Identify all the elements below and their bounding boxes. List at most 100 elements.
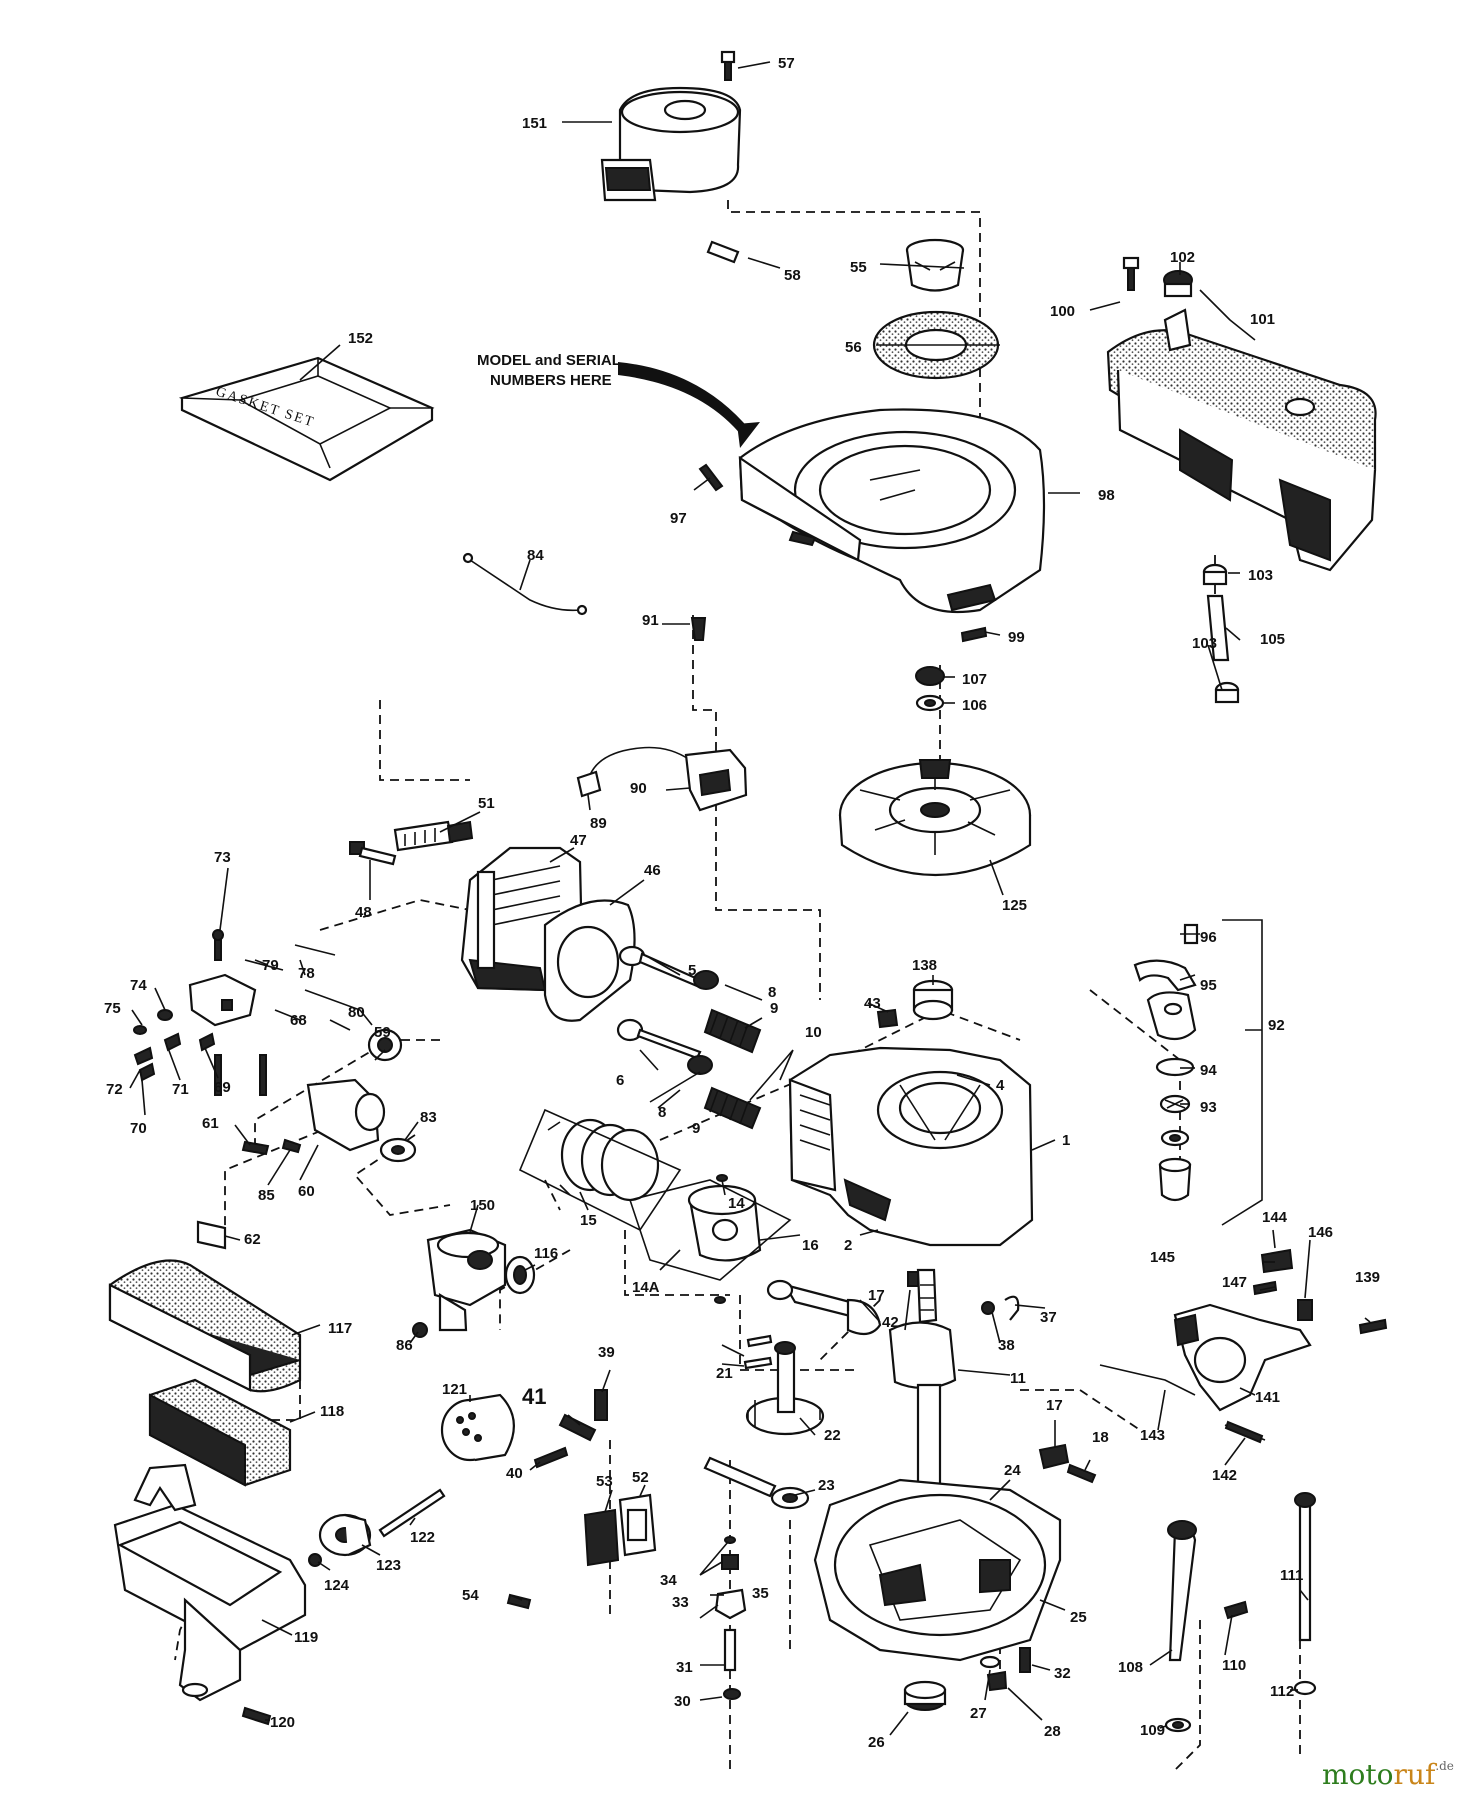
camshaft-22-shape bbox=[745, 1341, 825, 1436]
part-illustrations: GASKET SET bbox=[108, 50, 1388, 1733]
nut-124-shape bbox=[308, 1553, 322, 1567]
screw-97-shape bbox=[698, 463, 724, 492]
callout-61: 61 bbox=[202, 1115, 219, 1132]
cup-55-shape bbox=[905, 238, 965, 292]
callout-151: 151 bbox=[522, 115, 547, 132]
callout-27: 27 bbox=[970, 1705, 987, 1722]
callout-14A: 14A bbox=[632, 1279, 660, 1296]
screw-100-shape bbox=[1122, 256, 1140, 291]
callout-43: 43 bbox=[864, 995, 881, 1012]
pin-37-shape bbox=[1004, 1295, 1020, 1321]
seal-138-shape bbox=[912, 979, 954, 1021]
callout-54: 54 bbox=[462, 1587, 479, 1604]
callout-42: 42 bbox=[882, 1314, 899, 1331]
callout-25: 25 bbox=[1070, 1609, 1087, 1626]
screw-99-shape bbox=[960, 626, 988, 643]
callout-98: 98 bbox=[1098, 487, 1115, 504]
watermark-suffix: .de bbox=[1435, 1759, 1454, 1773]
callout-5: 5 bbox=[688, 962, 696, 979]
air-filter-base-119-shape bbox=[113, 1463, 307, 1702]
callout-105: 105 bbox=[1260, 631, 1285, 648]
callout-22: 22 bbox=[824, 1427, 841, 1444]
callout-33: 33 bbox=[672, 1594, 689, 1611]
callout-108: 108 bbox=[1118, 1659, 1143, 1676]
callout-57: 57 bbox=[778, 55, 795, 72]
callout-84: 84 bbox=[527, 547, 544, 564]
screw-40-shape bbox=[533, 1446, 569, 1469]
sump-24-shape bbox=[813, 1478, 1062, 1662]
spring-142-shape bbox=[1224, 1420, 1266, 1444]
callout-117: 117 bbox=[328, 1320, 352, 1337]
ignition-coil-90-shape bbox=[576, 746, 748, 812]
small-fasteners-shape bbox=[133, 929, 224, 1082]
callout-120: 120 bbox=[270, 1714, 295, 1731]
callout-34: 34 bbox=[660, 1572, 677, 1589]
callout-59: 59 bbox=[374, 1024, 391, 1041]
link-145-shape bbox=[1260, 1248, 1294, 1274]
clip-91-shape bbox=[690, 617, 707, 641]
callout-101: 101 bbox=[1250, 311, 1275, 328]
screw-139-shape bbox=[1358, 1318, 1388, 1335]
starter-housing-151-shape bbox=[600, 86, 742, 202]
callout-8a: 8 bbox=[768, 984, 776, 1001]
note-arrow bbox=[618, 362, 750, 436]
cylinder-block-1-shape bbox=[788, 1046, 1034, 1247]
piston-rings-15-shape bbox=[518, 1108, 682, 1232]
callout-121: 121 bbox=[442, 1381, 467, 1398]
fittings-30-35-shape bbox=[714, 1536, 747, 1700]
callout-28: 28 bbox=[1044, 1723, 1061, 1740]
dipstick-111-shape bbox=[1294, 1492, 1316, 1642]
flywheel-125-shape bbox=[838, 759, 1032, 876]
callout-51: 51 bbox=[478, 795, 495, 812]
callout-8b: 8 bbox=[658, 1104, 666, 1121]
callout-37: 37 bbox=[1040, 1309, 1057, 1326]
callout-103b: 103 bbox=[1192, 635, 1217, 652]
callout-15: 15 bbox=[580, 1212, 597, 1229]
washer-27-shape bbox=[979, 1655, 1001, 1669]
callout-83: 83 bbox=[420, 1109, 437, 1126]
callout-26: 26 bbox=[868, 1734, 885, 1751]
callout-144: 144 bbox=[1262, 1209, 1288, 1226]
callout-1: 1 bbox=[1062, 1132, 1070, 1149]
blower-housing-98-shape bbox=[738, 408, 1046, 614]
callout-56: 56 bbox=[845, 339, 862, 356]
callout-21: 21 bbox=[716, 1365, 733, 1382]
callout-16: 16 bbox=[802, 1237, 819, 1254]
cap-17b-shape bbox=[1038, 1443, 1070, 1470]
retainers-8-shape bbox=[687, 970, 719, 1075]
callout-39: 39 bbox=[598, 1344, 615, 1361]
callout-80: 80 bbox=[348, 1004, 365, 1021]
bolt-122-shape bbox=[378, 1488, 446, 1538]
gasket-52-shape bbox=[618, 1493, 657, 1557]
screw-120-shape bbox=[241, 1706, 272, 1726]
callout-18: 18 bbox=[1092, 1429, 1109, 1446]
callout-152: 152 bbox=[348, 330, 373, 347]
callout-58: 58 bbox=[784, 267, 801, 284]
screw-110-shape bbox=[1223, 1600, 1249, 1620]
callout-142: 142 bbox=[1212, 1467, 1237, 1484]
governor-control-141-shape bbox=[1173, 1303, 1312, 1412]
intake-60-shape bbox=[306, 1078, 386, 1152]
note-line-1: MODEL and SERIAL bbox=[477, 352, 621, 369]
spring-146-shape bbox=[1297, 1299, 1313, 1321]
plate-62-shape bbox=[196, 1220, 227, 1250]
callout-139: 139 bbox=[1355, 1269, 1380, 1286]
head-gasket-46-shape bbox=[543, 899, 636, 1022]
callout-60: 60 bbox=[298, 1183, 315, 1200]
throttle-links-shape bbox=[214, 944, 373, 1096]
callout-125: 125 bbox=[1002, 897, 1027, 914]
callout-107: 107 bbox=[962, 671, 987, 688]
callout-111: 111 bbox=[1280, 1567, 1303, 1584]
callout-94: 94 bbox=[1200, 1062, 1217, 1079]
gasket-83-shape bbox=[379, 1137, 417, 1163]
callout-147: 147 bbox=[1222, 1274, 1247, 1291]
callout-55: 55 bbox=[850, 259, 867, 276]
callout-23: 23 bbox=[818, 1477, 835, 1494]
washer-109-shape bbox=[1164, 1717, 1192, 1733]
callout-6: 6 bbox=[616, 1072, 624, 1089]
callout-141: 141 bbox=[1255, 1389, 1280, 1406]
callout-24: 24 bbox=[1004, 1462, 1021, 1479]
callout-143: 143 bbox=[1140, 1427, 1165, 1444]
callout-70: 70 bbox=[130, 1120, 147, 1137]
